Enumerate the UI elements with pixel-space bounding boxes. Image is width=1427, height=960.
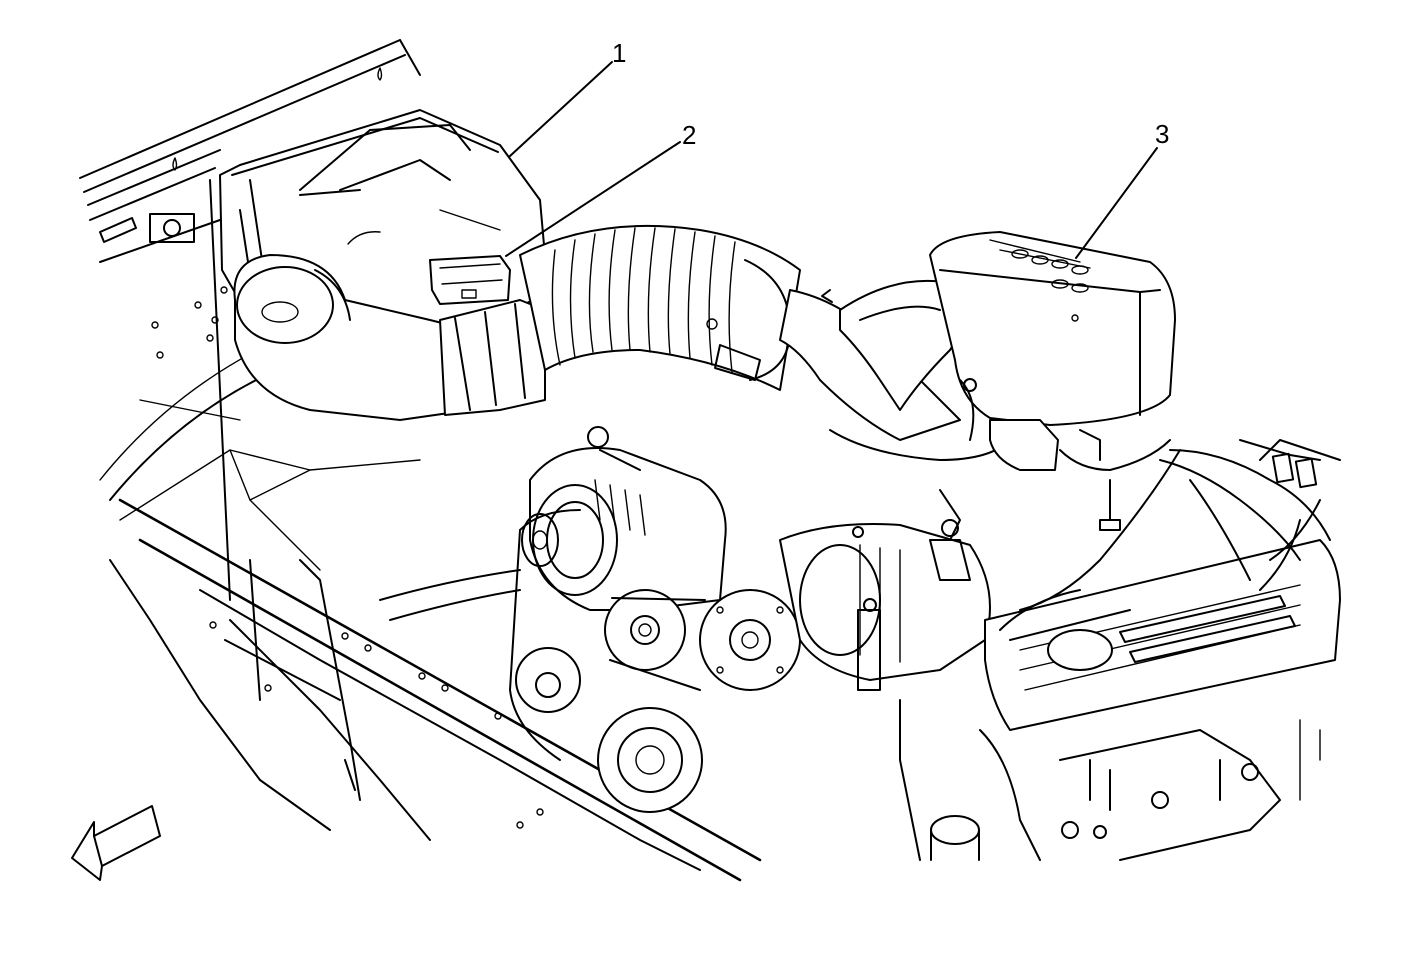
mass-air-flow-sensor — [429, 255, 546, 416]
engine-block — [899, 699, 1321, 861]
ac-compressor — [779, 523, 991, 691]
drive-belt-pulleys — [509, 509, 801, 813]
arrow-down-left-icon — [71, 805, 161, 881]
valve-cover — [984, 499, 1341, 731]
intake-duct-corrugated — [519, 224, 965, 441]
callout-2: 2 — [682, 120, 696, 150]
spark-plug-wires — [939, 439, 1341, 611]
intake-manifold — [829, 378, 1171, 471]
callout-3: 3 — [1155, 119, 1169, 149]
callout-1: 1 — [612, 38, 626, 68]
callout-leaders — [505, 61, 1158, 259]
alternator — [521, 426, 727, 611]
engine-cover — [929, 231, 1176, 426]
